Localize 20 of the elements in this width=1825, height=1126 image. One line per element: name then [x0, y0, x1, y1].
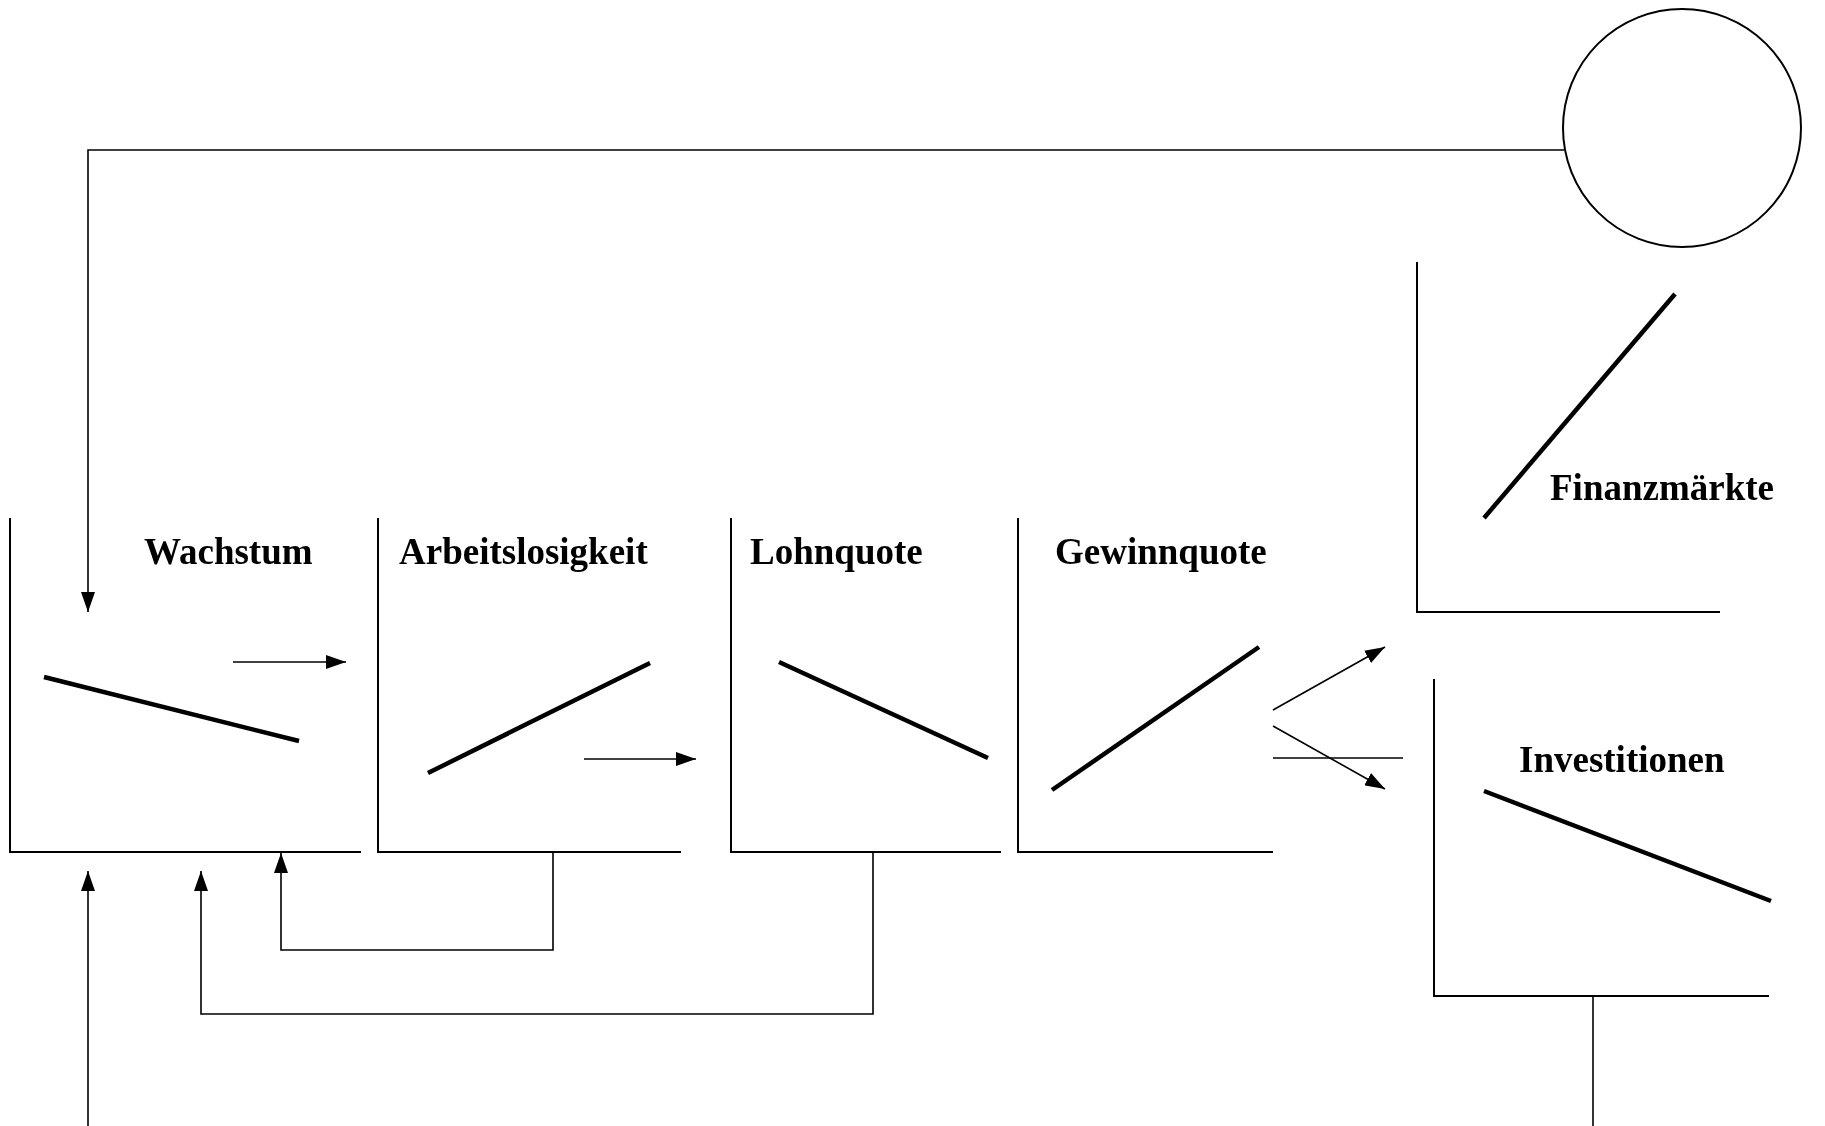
chart-axes	[730, 518, 1001, 853]
arrow	[81, 149, 1565, 613]
arrow	[1272, 725, 1386, 790]
chart-axes	[1433, 679, 1769, 997]
chart-title: Gewinnquote	[1055, 532, 1267, 573]
chart-title: Lohnquote	[750, 532, 923, 573]
arrow	[232, 655, 347, 669]
arrow	[1272, 646, 1386, 711]
chart-title: Arbeitslosigkeit	[399, 532, 648, 573]
arrow	[583, 752, 697, 766]
arrow	[81, 870, 95, 1126]
chart-title: Finanzmärkte	[1550, 468, 1775, 509]
chart-title: Wachstum	[144, 532, 313, 573]
chart-axes	[377, 518, 681, 853]
circle-shape	[1562, 8, 1802, 248]
chart-axes	[9, 518, 361, 853]
arrow	[274, 852, 554, 951]
arrow	[194, 852, 874, 1015]
chart-axes	[1017, 518, 1273, 853]
chart-title: Investitionen	[1519, 740, 1725, 781]
